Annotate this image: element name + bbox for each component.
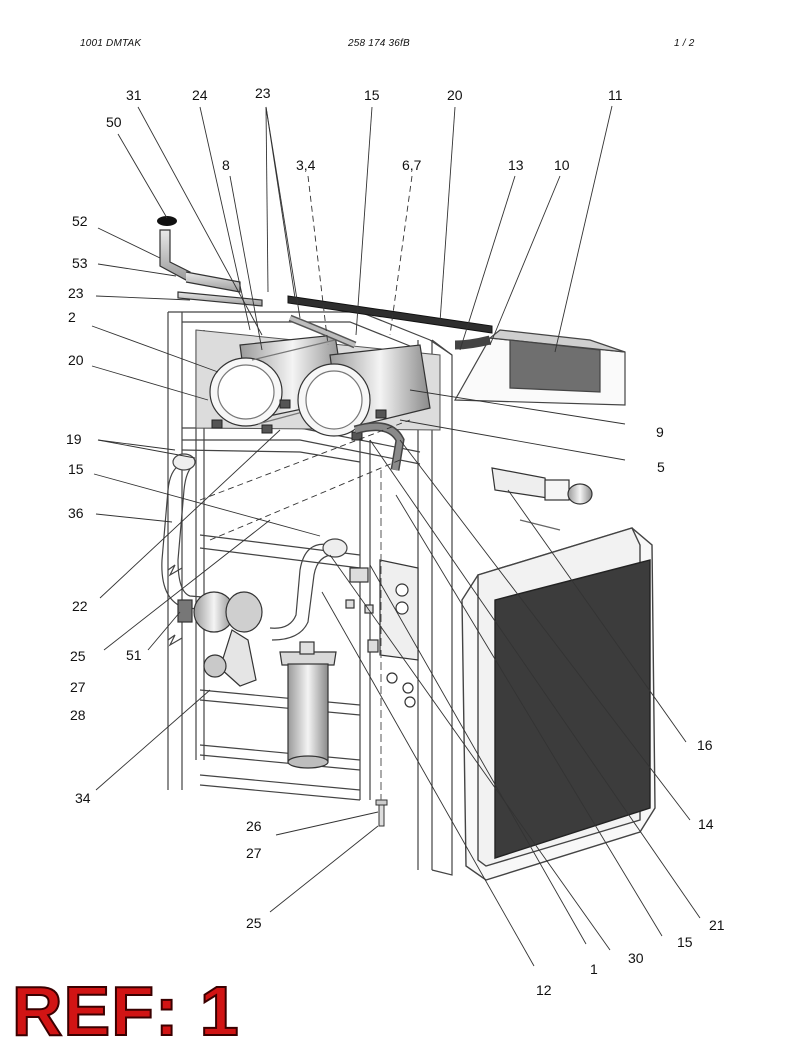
callout-34: 34 (75, 790, 91, 806)
callout-21: 21 (709, 917, 725, 933)
callout-25-left: 25 (70, 648, 86, 664)
sensor-16 (491, 467, 593, 531)
callout-26: 26 (246, 818, 262, 834)
callout-10: 10 (554, 157, 570, 173)
callout-8: 8 (222, 157, 230, 173)
callout-13: 13 (508, 157, 524, 173)
top-gasket-bar (287, 295, 493, 334)
callout-24: 24 (192, 87, 208, 103)
callout-30: 30 (628, 950, 644, 966)
filter-clamps (211, 399, 387, 441)
callout-12: 12 (536, 982, 552, 998)
radiator-panel (461, 527, 656, 881)
callout-53: 53 (72, 255, 88, 271)
air-filter-right (297, 344, 431, 437)
bolt-26 (375, 799, 388, 827)
callout-23-left: 23 (68, 285, 84, 301)
header-part-number: 258 174 36fB (348, 38, 410, 49)
valve-block (345, 559, 419, 708)
intake-pipes (159, 229, 492, 471)
callout-9: 9 (656, 424, 664, 440)
callout-2: 2 (68, 309, 76, 325)
callout-52: 52 (72, 213, 88, 229)
callout-23-top: 23 (255, 85, 271, 101)
header-page-indicator: 1 / 2 (674, 38, 695, 49)
callout-31: 31 (126, 87, 142, 103)
callout-15-left: 15 (68, 461, 84, 477)
callout-20-top: 20 (447, 87, 463, 103)
callout-16: 16 (697, 737, 713, 753)
callout-14: 14 (698, 816, 714, 832)
callout-1: 1 (590, 961, 598, 977)
callout-51: 51 (126, 647, 142, 663)
callout-28: 28 (70, 707, 86, 723)
callout-15-top: 15 (364, 87, 380, 103)
pump-unit (177, 591, 263, 687)
header-left-code: 1001 DMTAK (80, 38, 142, 49)
ref-stamp: REF: 1 (11, 972, 240, 1050)
oil-filter (279, 641, 337, 769)
callout-11: 11 (608, 87, 623, 103)
callout-3-4: 3,4 (296, 157, 316, 173)
callout-19: 19 (66, 431, 82, 447)
callout-5: 5 (657, 459, 665, 475)
side-hoses (161, 453, 348, 641)
callout-27-left: 27 (70, 679, 86, 695)
callout-25-bottom: 25 (246, 915, 262, 931)
callout-20-left: 20 (68, 352, 84, 368)
callout-15-bottom: 15 (677, 934, 693, 950)
leader-lines (91, 105, 701, 967)
upper-duct-box (453, 329, 626, 406)
callout-50: 50 (106, 114, 122, 130)
callout-labels: 31 24 23 15 20 11 50 8 3,4 6,7 13 10 52 … (66, 85, 725, 998)
callout-36: 36 (68, 505, 84, 521)
callout-27-bottom: 27 (246, 845, 262, 861)
callout-6-7: 6,7 (402, 157, 422, 173)
callout-22: 22 (72, 598, 88, 614)
cap-icon (157, 216, 177, 226)
